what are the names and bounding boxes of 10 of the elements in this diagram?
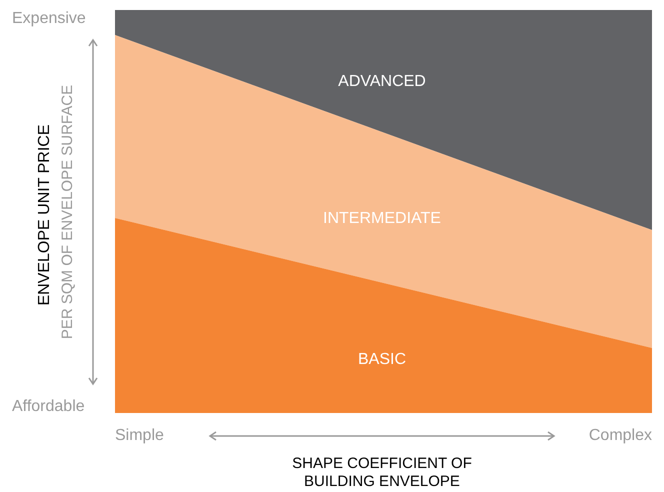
axis-title: SHAPE COEFFICIENT OF BUILDING ENVELOPE xyxy=(291,455,473,491)
region-label: INTERMEDIATE xyxy=(322,209,442,229)
axis-end-label: Complex xyxy=(588,426,652,446)
axis-end-label: Simple xyxy=(115,426,164,446)
axis-end-label: Affordable xyxy=(12,397,85,417)
region-label: ADVANCED xyxy=(337,72,427,92)
region-label: BASIC xyxy=(356,350,407,370)
axis-end-label: Expensive xyxy=(12,9,86,29)
axis-title: ENVELOPE UNIT PRICE xyxy=(35,123,54,308)
axis-subtitle: PER SQM OF ENVELOPE SURFACE xyxy=(58,84,77,342)
